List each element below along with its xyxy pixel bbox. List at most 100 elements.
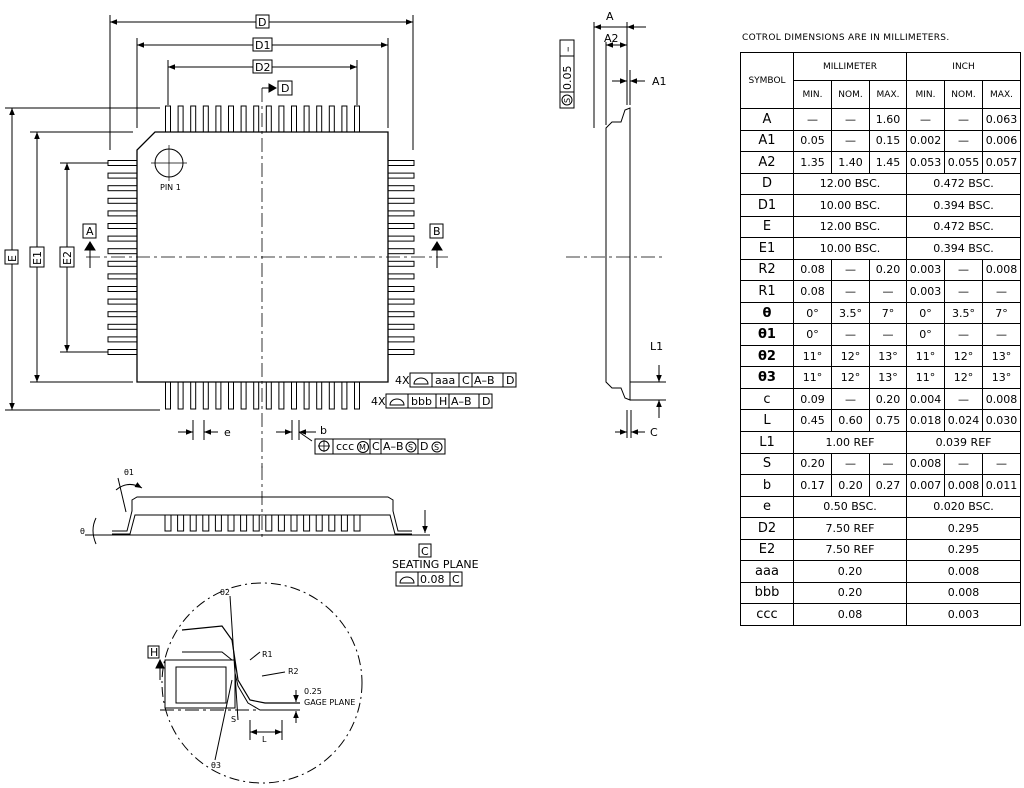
row-cell: 0.018 [906, 409, 946, 432]
row-cell: 0.20 [793, 452, 832, 476]
datum-c: C [421, 545, 429, 558]
table-note: COTROL DIMENSIONS ARE IN MILLIMETERS. [742, 33, 950, 43]
lead [291, 380, 297, 410]
row-inch-value: 0.394 BSC. [906, 237, 1022, 260]
sub-header: MAX. [868, 80, 908, 109]
row-cell: 11° [793, 344, 832, 368]
row-cell: — [982, 452, 1022, 476]
row-symbol: bbb [740, 581, 794, 605]
row-inch-value: 0.008 [906, 581, 1022, 605]
row-cell: — [944, 258, 984, 282]
label-s: S [231, 715, 236, 724]
lead [341, 380, 348, 410]
row-mm-value: 12.00 BSC. [792, 172, 908, 196]
label-pitch-e: e [224, 426, 231, 439]
lead [215, 380, 222, 410]
row-cell: 0.008 [906, 452, 946, 476]
row-cell: 12° [831, 344, 870, 368]
row-cell: 12° [944, 344, 984, 368]
lead [315, 514, 323, 532]
row-cell: 0° [906, 301, 946, 325]
row-cell: 1.60 [868, 108, 908, 131]
row-symbol: E2 [740, 538, 794, 562]
lead [177, 380, 184, 410]
lead [265, 380, 272, 410]
row-symbol: e [740, 495, 794, 519]
svg-text:A–B: A–B [451, 395, 472, 408]
row-cell: 11° [793, 366, 832, 389]
sub-header: MIN. [906, 80, 946, 109]
label-e2: E2 [61, 251, 74, 265]
lead [386, 336, 415, 343]
svg-text:bbb: bbb [411, 395, 432, 408]
row-cell: 0.75 [868, 409, 908, 432]
row-inch-value: 0.039 REF [906, 430, 1022, 454]
row-cell: — [982, 280, 1022, 303]
row-cell: 0.008 [982, 258, 1022, 282]
lead [303, 105, 310, 134]
svg-text:4X: 4X [371, 395, 386, 408]
row-symbol: R2 [740, 258, 794, 282]
row-cell: — [868, 452, 908, 476]
millimeter-header: MILLIMETER [792, 52, 908, 81]
row-mm-value: 12.00 BSC. [792, 215, 908, 239]
svg-text:A–B: A–B [383, 440, 404, 453]
row-cell: — [906, 108, 946, 131]
row-inch-value: 0.472 BSC. [906, 215, 1022, 239]
front-leads [164, 514, 361, 532]
detail-view-labels: θ2 θ3 R1 R2 0.25 GAGE PLANE S L H [150, 588, 355, 770]
row-cell: 1.45 [868, 151, 908, 174]
row-symbol: c [740, 387, 794, 411]
row-symbol: θ2 [740, 344, 794, 368]
label-e1: E1 [31, 251, 44, 265]
lead [107, 185, 139, 192]
row-cell: 1.40 [831, 151, 870, 174]
lead [386, 223, 415, 229]
row-cell: 0.004 [906, 387, 946, 411]
svg-text:4X: 4X [395, 374, 410, 387]
lead [291, 105, 297, 134]
row-cell: 0° [793, 323, 832, 346]
lead [107, 286, 139, 292]
label-r2: R2 [288, 667, 299, 676]
row-inch-value: 0.008 [906, 560, 1022, 583]
svg-text:aaa: aaa [435, 374, 455, 387]
row-symbol: aaa [740, 560, 794, 583]
row-cell: — [793, 108, 832, 131]
lead [252, 514, 260, 532]
lead [107, 336, 139, 343]
row-cell: 0.063 [982, 108, 1022, 131]
lead [386, 160, 415, 166]
row-cell: 0.08 [793, 280, 832, 303]
row-cell: — [944, 280, 984, 303]
lead [107, 349, 139, 355]
row-cell: 0.057 [982, 151, 1022, 174]
row-cell: — [982, 323, 1022, 346]
svg-text:H: H [439, 395, 447, 408]
lead [386, 172, 415, 179]
row-mm-value: 7.50 REF [792, 517, 908, 540]
lead [290, 514, 298, 532]
row-cell: 0.055 [944, 151, 984, 174]
lead [354, 380, 360, 410]
lead [353, 514, 361, 532]
row-symbol: S [740, 452, 794, 476]
lead [386, 210, 415, 217]
lead [354, 105, 360, 134]
lead [177, 105, 184, 134]
bottom-leads [165, 380, 360, 410]
lead [328, 380, 335, 410]
row-cell: 0.09 [793, 387, 832, 411]
row-cell: 0.053 [906, 151, 946, 174]
lead [215, 105, 222, 134]
svg-text:A–B: A–B [474, 374, 495, 387]
lead [202, 380, 209, 410]
